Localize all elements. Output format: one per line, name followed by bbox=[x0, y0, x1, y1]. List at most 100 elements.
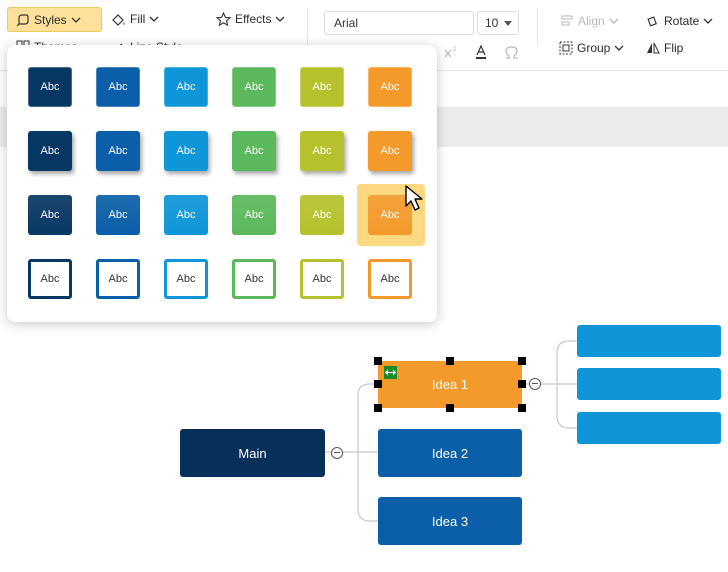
style-swatch-row-2-orange[interactable]: Abc bbox=[368, 131, 412, 171]
style-swatch-row-2-green[interactable]: Abc bbox=[232, 131, 276, 171]
style-swatch-row-3-blue[interactable]: Abc bbox=[96, 195, 140, 235]
effects-button[interactable]: Effects bbox=[216, 7, 285, 31]
effects-label: Effects bbox=[235, 12, 272, 26]
swatch-label: Abc bbox=[176, 209, 196, 221]
style-swatch-row-1-green[interactable]: Abc bbox=[232, 67, 276, 107]
idea-node-3[interactable]: Idea 3 bbox=[378, 497, 522, 545]
flip-label: Flip bbox=[664, 41, 684, 55]
resize-handle-bottom-right[interactable] bbox=[518, 404, 526, 412]
subtopic-node[interactable] bbox=[577, 325, 721, 357]
main-topic-node[interactable]: Main bbox=[180, 429, 325, 477]
swatch-label: Abc bbox=[380, 145, 400, 157]
style-swatch-row-2-blue[interactable]: Abc bbox=[96, 131, 140, 171]
swatch-label: Abc bbox=[40, 273, 60, 285]
swatch-label: Abc bbox=[380, 209, 400, 221]
swatch-label: Abc bbox=[380, 273, 400, 285]
chevron-down-icon bbox=[609, 18, 619, 24]
text-color-button[interactable] bbox=[474, 40, 488, 64]
style-swatch-row-3-green[interactable]: Abc bbox=[232, 195, 276, 235]
rotate-button[interactable]: Rotate bbox=[646, 9, 713, 33]
fill-label: Fill bbox=[130, 12, 146, 26]
superscript-icon: 2 bbox=[444, 47, 457, 58]
swatch-label: Abc bbox=[312, 81, 332, 93]
style-swatch-row-4-orange[interactable]: Abc bbox=[368, 259, 412, 299]
swatch-label: Abc bbox=[244, 145, 264, 157]
resize-handle-top[interactable] bbox=[446, 357, 454, 365]
swatch-label: Abc bbox=[108, 273, 128, 285]
chevron-down-icon bbox=[71, 17, 81, 23]
align-button[interactable]: Align bbox=[560, 9, 619, 33]
style-swatch-row-3-orange[interactable]: Abc bbox=[368, 195, 412, 235]
subtopic-node[interactable] bbox=[577, 412, 721, 444]
collapse-toggle-main[interactable] bbox=[331, 447, 343, 459]
style-swatch-row-2-light-blue[interactable]: Abc bbox=[164, 131, 208, 171]
font-size-value: 10 bbox=[485, 16, 499, 30]
main-topic-label: Main bbox=[238, 445, 267, 461]
styles-button[interactable]: Styles bbox=[7, 7, 102, 32]
flip-button[interactable]: Flip bbox=[646, 36, 683, 60]
style-swatch-row-1-navy[interactable]: Abc bbox=[28, 67, 72, 107]
swatch-label: Abc bbox=[40, 145, 60, 157]
style-swatch-row-4-green[interactable]: Abc bbox=[232, 259, 276, 299]
swatch-label: Abc bbox=[244, 81, 264, 93]
font-family-value: Arial bbox=[334, 16, 359, 30]
style-swatch-row-4-navy[interactable]: Abc bbox=[28, 259, 72, 299]
style-swatch-row-1-light-blue[interactable]: Abc bbox=[164, 67, 208, 107]
idea-label: Idea 1 bbox=[431, 377, 469, 392]
swatch-label: Abc bbox=[312, 209, 332, 221]
svg-text:2: 2 bbox=[453, 47, 457, 53]
resize-handle-bottom-left[interactable] bbox=[374, 404, 382, 412]
style-swatch-row-4-lime[interactable]: Abc bbox=[300, 259, 344, 299]
fill-button[interactable]: Fill bbox=[111, 7, 159, 31]
omega-icon bbox=[505, 45, 518, 59]
swatch-label: Abc bbox=[108, 209, 128, 221]
mouse-pointer-icon bbox=[405, 185, 423, 211]
style-swatch-row-4-light-blue[interactable]: Abc bbox=[164, 259, 208, 299]
chevron-down-icon bbox=[149, 16, 159, 22]
style-swatch-row-1-blue[interactable]: Abc bbox=[96, 67, 140, 107]
swatch-label: Abc bbox=[108, 81, 128, 93]
chevron-down-icon bbox=[276, 16, 285, 22]
subtopic-node[interactable] bbox=[577, 368, 721, 400]
group-button[interactable]: Group bbox=[559, 36, 624, 60]
styles-label: Styles bbox=[34, 12, 67, 27]
swatch-label: Abc bbox=[312, 273, 332, 285]
font-size-select[interactable]: 10 bbox=[477, 11, 519, 35]
swatch-label: Abc bbox=[176, 145, 196, 157]
swatch-label: Abc bbox=[244, 273, 264, 285]
idea-label: Idea 3 bbox=[431, 513, 469, 529]
swatch-label: Abc bbox=[108, 145, 128, 157]
resize-handle-left[interactable] bbox=[374, 380, 382, 388]
swatch-label: Abc bbox=[176, 81, 196, 93]
text-color-icon bbox=[476, 44, 486, 59]
swatch-label: Abc bbox=[380, 81, 400, 93]
dropdown-caret-icon bbox=[504, 21, 512, 26]
special-character-button[interactable] bbox=[504, 40, 519, 64]
chevron-down-icon bbox=[703, 18, 713, 24]
style-swatch-row-3-light-blue[interactable]: Abc bbox=[164, 195, 208, 235]
swatch-label: Abc bbox=[40, 81, 60, 93]
style-swatch-row-3-lime[interactable]: Abc bbox=[300, 195, 344, 235]
resize-width-icon[interactable] bbox=[384, 366, 397, 379]
idea-node-2[interactable]: Idea 2 bbox=[378, 429, 522, 477]
font-family-input[interactable]: Arial bbox=[324, 11, 474, 35]
resize-handle-right[interactable] bbox=[518, 380, 526, 388]
toolbar-divider bbox=[537, 8, 538, 46]
swatch-label: Abc bbox=[40, 209, 60, 221]
swatch-label: Abc bbox=[312, 145, 332, 157]
style-swatch-row-1-lime[interactable]: Abc bbox=[300, 67, 344, 107]
rotate-label: Rotate bbox=[664, 14, 700, 28]
align-icon bbox=[561, 15, 573, 26]
resize-handle-top-left[interactable] bbox=[374, 357, 382, 365]
resize-handle-bottom[interactable] bbox=[446, 404, 454, 412]
style-swatch-row-3-navy[interactable]: Abc bbox=[28, 195, 72, 235]
style-swatch-row-1-orange[interactable]: Abc bbox=[368, 67, 412, 107]
idea-node-1[interactable]: Idea 1 bbox=[378, 361, 522, 408]
style-swatch-row-2-lime[interactable]: Abc bbox=[300, 131, 344, 171]
style-swatch-row-2-navy[interactable]: Abc bbox=[28, 131, 72, 171]
resize-handle-top-right[interactable] bbox=[518, 357, 526, 365]
superscript-button[interactable]: 2 bbox=[444, 40, 458, 64]
style-swatch-row-4-blue[interactable]: Abc bbox=[96, 259, 140, 299]
flip-icon bbox=[647, 42, 660, 54]
collapse-toggle-idea-1[interactable] bbox=[529, 378, 541, 390]
